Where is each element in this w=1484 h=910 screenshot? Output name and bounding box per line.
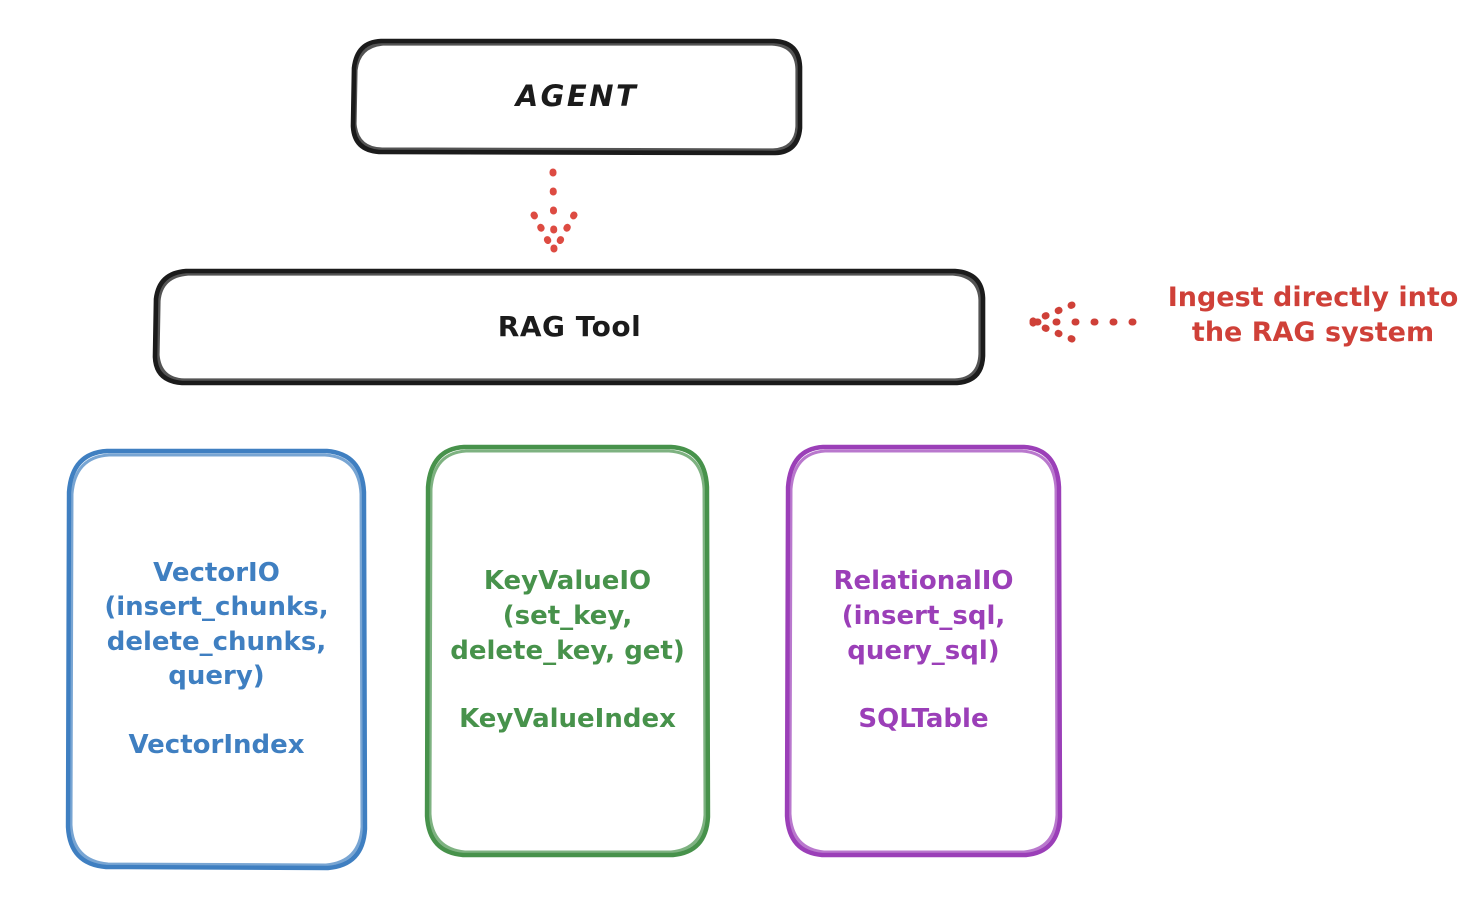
ingest-to-rag-connector [1027, 301, 1137, 343]
ingest-annotation-text: Ingest directly into the RAG system [1167, 282, 1459, 349]
sql-table-label: SQLTable [858, 704, 989, 735]
rag-tool-box-outline [152, 268, 986, 386]
agent-node[interactable]: AGENT [353, 40, 801, 153]
key-value-io-api-label: KeyValueIO (set_key, delete_key, get) [450, 566, 685, 666]
agent-label: AGENT [515, 78, 639, 113]
agent-box-outline [350, 38, 803, 156]
rag-tool-node[interactable]: RAG Tool [155, 270, 984, 384]
vector-io-api-label: VectorIO (insert_chunks, delete_chunks, … [104, 557, 329, 692]
rag-tool-label: RAG Tool [497, 310, 642, 344]
relational-io-node[interactable]: RelationalIO (insert_sql, query_sql) SQL… [787, 446, 1060, 855]
key-value-index-label: KeyValueIndex [459, 704, 676, 735]
key-value-io-box-outline [424, 444, 711, 858]
agent-to-rag-connector [530, 168, 578, 256]
vector-io-box-outline [65, 448, 368, 871]
vector-io-node[interactable]: VectorIO (insert_chunks, delete_chunks, … [68, 450, 365, 868]
key-value-io-node[interactable]: KeyValueIO (set_key, delete_key, get) Ke… [427, 446, 708, 855]
relational-io-box-outline [784, 444, 1063, 858]
relational-io-api-label: RelationalIO (insert_sql, query_sql) [833, 566, 1014, 666]
vector-index-label: VectorIndex [128, 729, 305, 760]
